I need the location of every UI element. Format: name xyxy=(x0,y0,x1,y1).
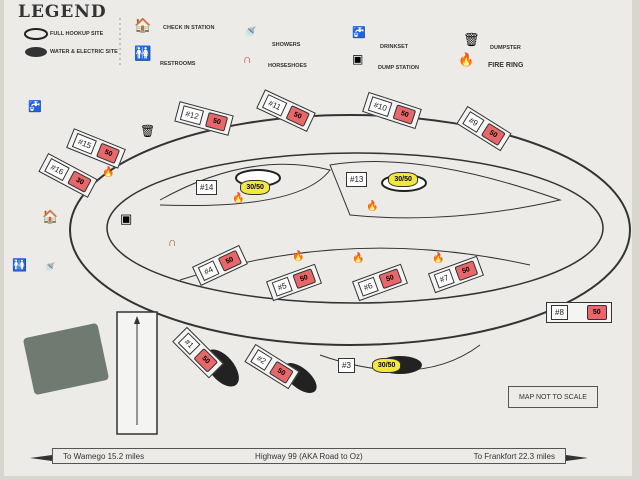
horseshoe-icon: ∩ xyxy=(243,52,252,66)
legend-dump-station: DUMP STATION xyxy=(378,65,419,71)
to-wamego-label: To Wamego 15.2 miles xyxy=(63,451,145,461)
restroom-icon: 🚻 xyxy=(134,45,152,61)
horseshoe-icon: ∩ xyxy=(168,235,177,249)
inner-path xyxy=(159,163,331,207)
highway-bar: To Wamego 15.2 miles Highway 99 (AKA Roa… xyxy=(52,448,566,464)
dump-station-icon: ▣ xyxy=(352,52,364,66)
legend-horseshoes: HORSESHOES xyxy=(268,63,307,69)
highway-name-label: Highway 99 (AKA Road to Oz) xyxy=(255,451,363,461)
legend-oval-outline xyxy=(24,28,48,40)
legend-dumpster: DUMPSTER xyxy=(490,45,521,51)
fire-ring-icon: 🔥 xyxy=(458,52,475,67)
cabin-icon: 🏠 xyxy=(42,209,59,224)
restroom-icon: 🚻 xyxy=(12,258,27,272)
inner-path-2 xyxy=(329,161,562,219)
legend-water-electric: WATER & ELECTRIC SITE xyxy=(50,49,118,55)
map-not-to-scale-note: MAP NOT TO SCALE xyxy=(508,386,598,408)
fire-ring-icon: 🔥 xyxy=(432,253,445,264)
legend-oval-filled xyxy=(25,47,47,57)
spigot-icon: 🚰 xyxy=(352,27,366,39)
shower-icon: 🚿 xyxy=(244,27,257,38)
to-frankfort-label: To Frankfort 22.3 miles xyxy=(473,451,555,461)
fire-ring-icon: 🔥 xyxy=(366,201,379,212)
legend-restrooms: RESTROOMS xyxy=(160,61,196,67)
fire-ring-icon: 🔥 xyxy=(102,167,115,178)
fire-ring-icon: 🔥 xyxy=(352,253,365,264)
fire-ring-icon: 🔥 xyxy=(292,251,305,262)
legend-showers: SHOWERS xyxy=(272,42,301,48)
dumpster-icon: 🗑 xyxy=(463,32,480,47)
shower-icon: 🚿 xyxy=(44,262,56,272)
dumpster-icon: 🗑 xyxy=(140,124,156,138)
spigot-icon: 🚰 xyxy=(28,101,42,113)
fire-ring-icon: 🔥 xyxy=(232,193,245,204)
outer-loop-road xyxy=(69,114,631,346)
legend-drinkset: DRINKSET xyxy=(380,44,409,50)
legend-full-hookup: FULL HOOKUP SITE xyxy=(50,31,104,37)
legend-fire-ring: FIRE RING xyxy=(488,62,524,69)
legend-title: LEGEND xyxy=(18,2,107,22)
dump-station-icon: ▣ xyxy=(120,211,133,226)
cabin-icon: 🏠 xyxy=(134,17,152,33)
legend-check-in: CHECK IN STATION xyxy=(163,25,215,31)
inner-loop-road xyxy=(106,152,604,304)
